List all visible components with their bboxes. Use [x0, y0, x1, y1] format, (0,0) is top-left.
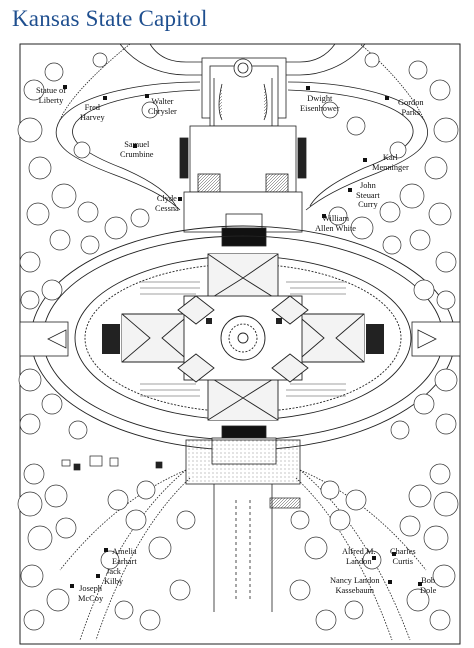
- label-statue-of-liberty: Statue of Liberty: [36, 86, 67, 105]
- parking-rows: [140, 281, 346, 397]
- label-amelia-earhart: Amelia Earhart: [112, 547, 137, 566]
- drive-entries: [19, 321, 461, 357]
- label-joseph-mccoy: Joseph McCoy: [78, 584, 104, 603]
- map-title: Kansas State Capitol: [12, 6, 208, 31]
- label-gordon-parks: Gordon Parks: [398, 98, 424, 117]
- label-karl-menninger: Karl Menninger: [372, 153, 409, 172]
- tree-canopy: [17, 52, 459, 631]
- label-alfred-m-landon: Alfred M. Landon: [342, 547, 376, 566]
- building-steps: [102, 318, 384, 354]
- label-john-steuart-curry: John Steuart Curry: [356, 181, 380, 209]
- label-fred-harvey: Fred Harvey: [80, 103, 105, 122]
- label-jack-kilby: Jack Kilby: [104, 567, 124, 586]
- label-walter-chrysler: Walter Chrysler: [148, 97, 177, 116]
- capitol-building: [121, 253, 365, 421]
- label-dwight-eisenhower: Dwight Eisenhower: [300, 94, 340, 113]
- label-clyde-cessna: Clyde Cessna: [155, 194, 179, 213]
- south-west-structures: [61, 455, 301, 509]
- label-samuel-crumbine: Samuel Crumbine: [120, 140, 154, 159]
- north-entry: [119, 43, 366, 127]
- statue-markers: [63, 85, 422, 588]
- south-plaza: [185, 425, 301, 612]
- north-lawn-walks: [55, 43, 429, 211]
- grounds-map: [17, 43, 461, 645]
- label-charles-curtis: Charles Curtis: [390, 547, 416, 566]
- label-william-allen-white: William Allen White: [315, 214, 357, 233]
- label-bob-dole: Bob Dole: [420, 576, 437, 595]
- north-terrace: [179, 125, 307, 247]
- label-nancy-landon-kassebaum: Nancy Landon Kassebaum: [330, 576, 380, 595]
